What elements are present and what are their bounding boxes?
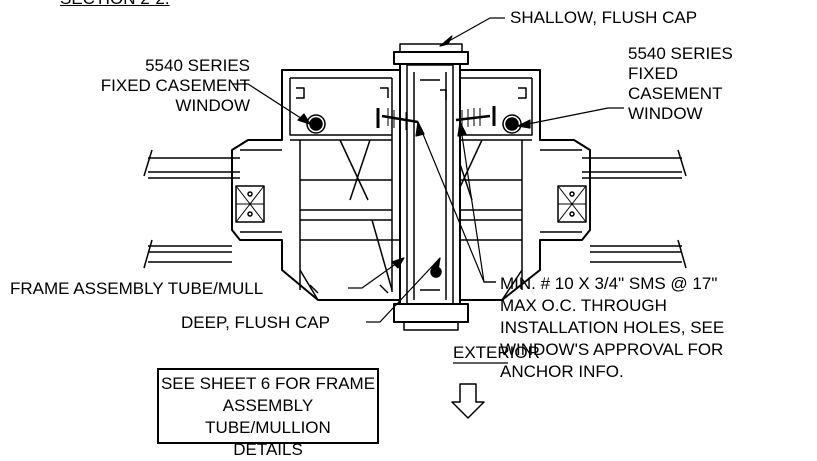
exterior-arrow-icon bbox=[451, 383, 485, 419]
screw-right bbox=[455, 106, 496, 128]
label-shallow-flush-cap: SHALLOW, FLUSH CAP bbox=[510, 8, 698, 27]
leader-lines bbox=[232, 17, 624, 323]
mullion-tube bbox=[393, 43, 469, 331]
anchor-note: MIN. # 10 X 3/4" SMS @ 17" MAX O.C. THRO… bbox=[500, 274, 725, 381]
left-window-frame bbox=[143, 69, 401, 301]
label-right-window: 5540 SERIES FIXED CASEMENT WINDOW bbox=[628, 44, 733, 123]
sheet-reference-note: SEE SHEET 6 FOR FRAME ASSEMBLY TUBE/MULL… bbox=[157, 368, 379, 459]
label-exterior: EXTERIOR bbox=[453, 343, 540, 362]
label-frame-assembly-tube-mull: FRAME ASSEMBLY TUBE/MULL bbox=[10, 279, 264, 298]
label-deep-flush-cap: DEEP, FLUSH CAP bbox=[181, 313, 330, 332]
screw-left bbox=[376, 108, 419, 130]
section-title: SECTION 2-2. bbox=[60, 0, 170, 9]
section-drawing bbox=[143, 17, 687, 419]
label-left-window: 5540 SERIES FIXED CASEMENT WINDOW bbox=[100, 56, 250, 115]
